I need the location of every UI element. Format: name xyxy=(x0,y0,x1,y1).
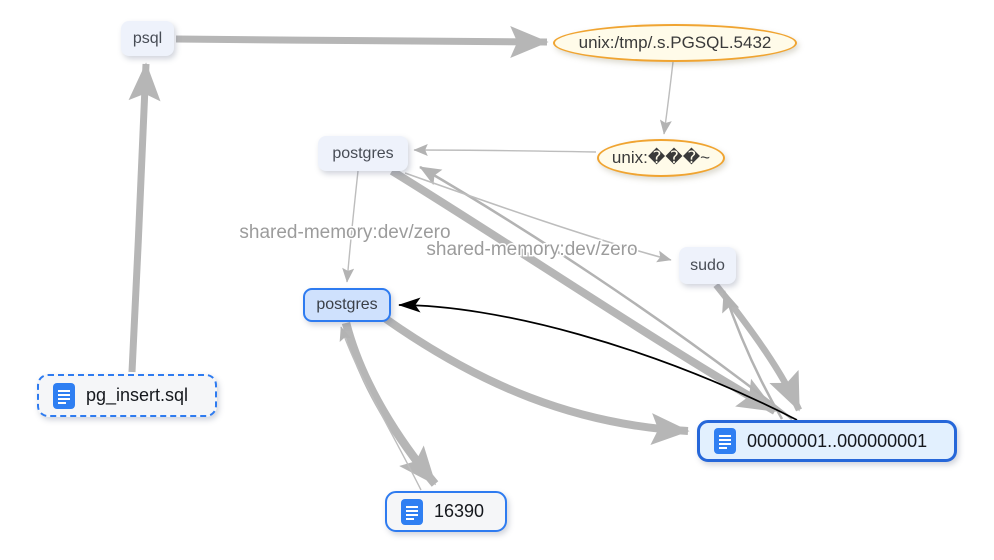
node-socket-pgsql-5432-label: unix:/tmp/.s.PGSQL.5432 xyxy=(578,33,772,52)
edge-pg_insert_sql-to-psql xyxy=(128,62,161,373)
edge-file_16390-to-postgres_selected xyxy=(339,326,422,491)
node-file-16390-label: 16390 xyxy=(434,501,485,521)
node-file-16390[interactable]: 16390 xyxy=(385,491,507,532)
file-document-icon xyxy=(714,428,736,454)
edge-data_file-to-sudo xyxy=(722,290,784,420)
edge-psql-to-socket_pgsql xyxy=(175,25,549,58)
node-sudo-label: sudo xyxy=(690,256,725,274)
node-sudo[interactable]: sudo xyxy=(679,247,736,284)
edge-postgres_selected-to-data_file xyxy=(383,315,690,446)
file-document-icon xyxy=(401,498,423,525)
node-postgres-parent-label: postgres xyxy=(332,144,394,162)
edge-label-shared-memory-1: shared-memory:dev/zero xyxy=(239,222,450,243)
file-document-icon xyxy=(53,382,75,409)
edge-data_file-to-postgres_selected xyxy=(398,297,798,421)
node-postgres-selected-label: postgres xyxy=(316,296,378,313)
edge-label-shared-memory-2: shared-memory:dev/zero xyxy=(426,239,637,260)
edge-socket_pgsql-to-socket_garbled xyxy=(659,61,674,135)
edge-postgres_parent-to-postgres_selected xyxy=(342,170,359,283)
edge-postgres_parent-to-sudo xyxy=(404,172,672,263)
edge-data_file-to-postgres_parent xyxy=(419,165,793,420)
edge-socket_garbled-to-postgres_parent xyxy=(413,144,597,157)
node-psql-label: psql xyxy=(132,29,163,47)
node-socket-garbled-label: unix:���~ xyxy=(611,148,711,167)
node-postgres-selected[interactable]: postgres xyxy=(303,288,391,322)
node-data-file-00000001-label: 00000001..000000001 xyxy=(747,430,928,451)
node-pg-insert-sql[interactable]: pg_insert.sql xyxy=(37,374,217,417)
edge-postgres_selected-to-file_16390 xyxy=(341,321,439,487)
node-postgres-parent[interactable]: postgres xyxy=(318,136,408,171)
node-data-file-00000001[interactable]: 00000001..000000001 xyxy=(697,420,957,462)
node-socket-garbled[interactable]: unix:���~ xyxy=(597,139,725,177)
node-socket-pgsql-5432[interactable]: unix:/tmp/.s.PGSQL.5432 xyxy=(553,24,797,62)
node-pg-insert-sql-label: pg_insert.sql xyxy=(86,385,189,405)
edge-postgres_parent-to-data_file xyxy=(389,167,777,415)
node-psql[interactable]: psql xyxy=(121,21,174,56)
